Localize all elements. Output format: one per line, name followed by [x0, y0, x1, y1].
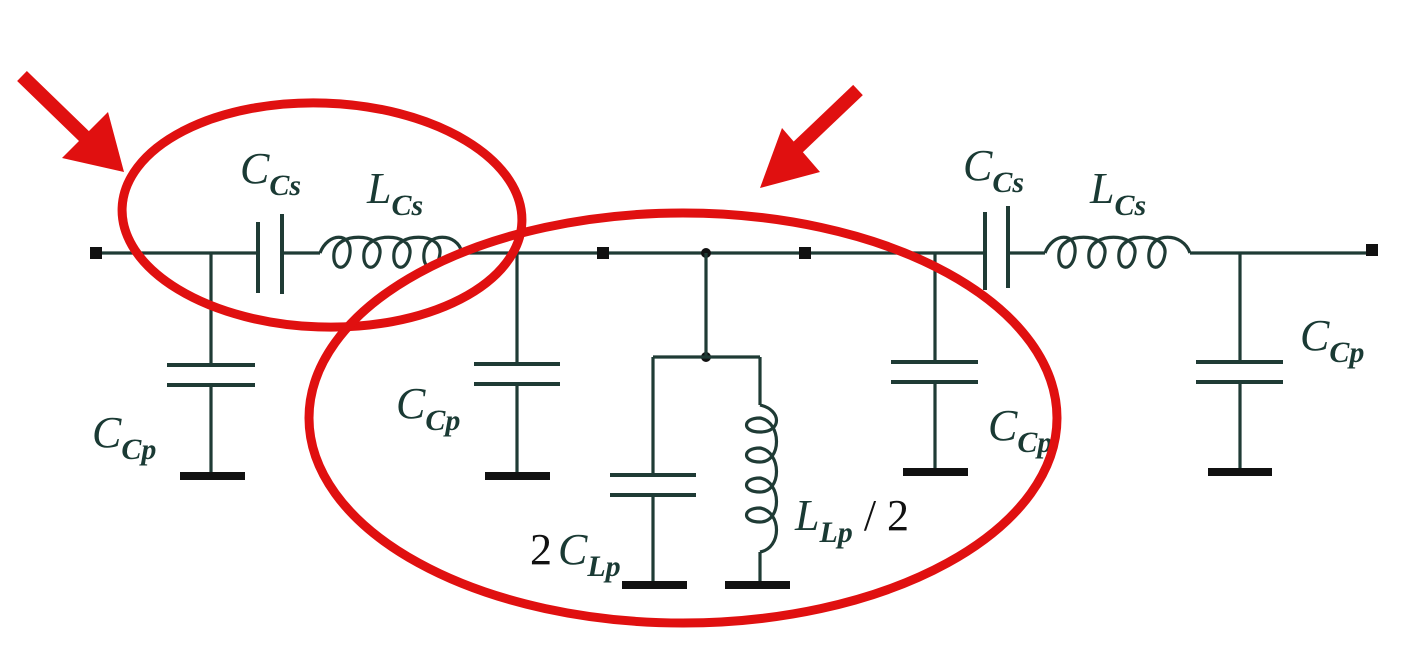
node-square-left [597, 247, 609, 259]
series-inductor-right [1043, 235, 1192, 269]
highlight-ellipse-center [304, 208, 1062, 628]
shunt-capacitor-2 [474, 253, 560, 480]
label-shunt-cap-4: CCp [1300, 311, 1364, 369]
label-series-cap-right: CCs [963, 141, 1024, 199]
series-capacitor-right [983, 206, 1010, 290]
parallel-resonator [610, 253, 790, 589]
label-series-ind-right: LCs [1089, 164, 1146, 222]
node-square-right [799, 247, 811, 259]
arrow-center [760, 84, 863, 188]
input-terminal [90, 247, 102, 259]
label-series-cap-left: CCs [240, 144, 301, 202]
shunt-capacitor-3 [891, 253, 978, 476]
label-series-ind-left: LCs [366, 164, 423, 222]
shunt-capacitor-4 [1196, 253, 1283, 476]
arrow-left [17, 70, 124, 172]
series-capacitor-left [256, 214, 284, 294]
label-shunt-cap-2: CCp [396, 379, 460, 437]
label-resonator-ind: LLp / 2 [794, 491, 909, 549]
label-shunt-cap-3: CCp [988, 401, 1052, 459]
resonator-inductor-coil [744, 403, 779, 554]
output-terminal [1366, 244, 1378, 256]
label-shunt-cap-1: CCp [92, 408, 156, 466]
highlight-ellipse-left [117, 98, 527, 332]
